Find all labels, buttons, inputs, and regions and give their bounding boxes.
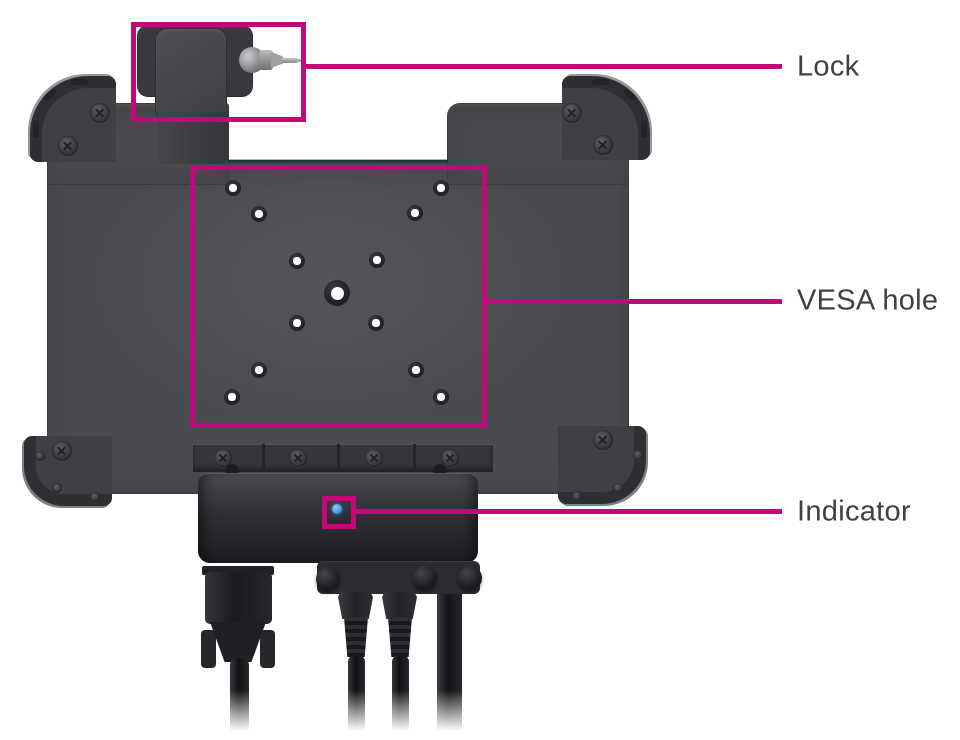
breakout-bar	[317, 561, 480, 594]
bar-slot	[262, 444, 265, 470]
vesa-hole	[433, 389, 449, 405]
vga-connector-flange	[202, 566, 274, 575]
vesa-hole	[368, 315, 384, 331]
lock-key-cone	[271, 52, 283, 68]
screw	[58, 136, 78, 156]
lock-callout-line	[306, 64, 782, 69]
screw	[593, 135, 613, 155]
screw	[365, 449, 383, 467]
bumper-grip-slot	[70, 79, 88, 85]
vesa-hole	[289, 253, 305, 269]
vesa-hole-center	[324, 280, 350, 306]
vesa-hole	[225, 180, 241, 196]
bumper-grip-slot	[622, 87, 638, 103]
thumbscrew-knob	[316, 567, 340, 591]
usb-connector	[382, 592, 417, 619]
bumper-grip-slot	[33, 120, 39, 138]
indicator-callout-line	[356, 509, 782, 514]
vesa-highlight-box	[190, 165, 487, 428]
dock-body	[48, 161, 628, 493]
usb-cable	[392, 655, 409, 733]
power-cable	[437, 586, 462, 733]
screw	[35, 451, 45, 461]
vga-thumbscrew-post	[201, 630, 216, 668]
screw	[90, 492, 100, 502]
status-led-indicator	[332, 504, 342, 514]
usb-cable	[348, 655, 365, 733]
screw	[633, 450, 643, 460]
screw	[613, 483, 623, 493]
usb-connector-boot	[344, 617, 368, 657]
screw	[593, 430, 613, 450]
vesa-hole	[369, 252, 385, 268]
callout-label-indicator: Indicator	[797, 495, 911, 528]
vesa-hole	[289, 315, 305, 331]
vga-thumbscrew-post	[260, 630, 275, 668]
indicator-highlight-box	[322, 496, 356, 529]
screw	[52, 483, 62, 493]
screw	[562, 103, 582, 123]
vga-cable	[230, 658, 249, 734]
usb-connector-boot	[388, 617, 412, 657]
callout-label-lock: Lock	[797, 50, 860, 83]
screw	[90, 103, 110, 123]
lock-key-shaft	[281, 58, 298, 63]
lock-highlight-box	[131, 22, 306, 122]
screw	[289, 449, 307, 467]
screw	[214, 449, 232, 467]
cable-fade-out	[170, 690, 520, 740]
bar-slot	[337, 444, 340, 470]
callout-label-vesa-hole: VESA hole	[797, 284, 939, 317]
usb-connector	[338, 592, 373, 619]
bumper-grip-slot	[641, 120, 647, 138]
bumper-grip-slot	[592, 79, 610, 85]
vesa-hole	[251, 206, 267, 222]
bar-slot	[413, 444, 416, 470]
vga-connector-boot	[210, 622, 266, 662]
screw	[572, 491, 582, 501]
lock-key-tip	[296, 59, 301, 62]
thumbscrew-knob	[413, 566, 437, 590]
bumper-grip-slot	[42, 87, 58, 103]
vesa-hole	[408, 362, 424, 378]
vesa-hole	[407, 205, 423, 221]
vesa-hole	[251, 362, 267, 378]
vesa-hole	[433, 180, 449, 196]
screw	[52, 441, 72, 461]
screw	[441, 449, 459, 467]
dock-top-notch-ledge	[228, 159, 448, 163]
connector-module	[198, 473, 478, 563]
lock-key-barrel	[259, 50, 273, 70]
vga-connector	[205, 572, 272, 624]
vesa-callout-line	[487, 299, 782, 304]
thumbscrew-knob	[458, 566, 482, 590]
vesa-hole	[224, 389, 240, 405]
